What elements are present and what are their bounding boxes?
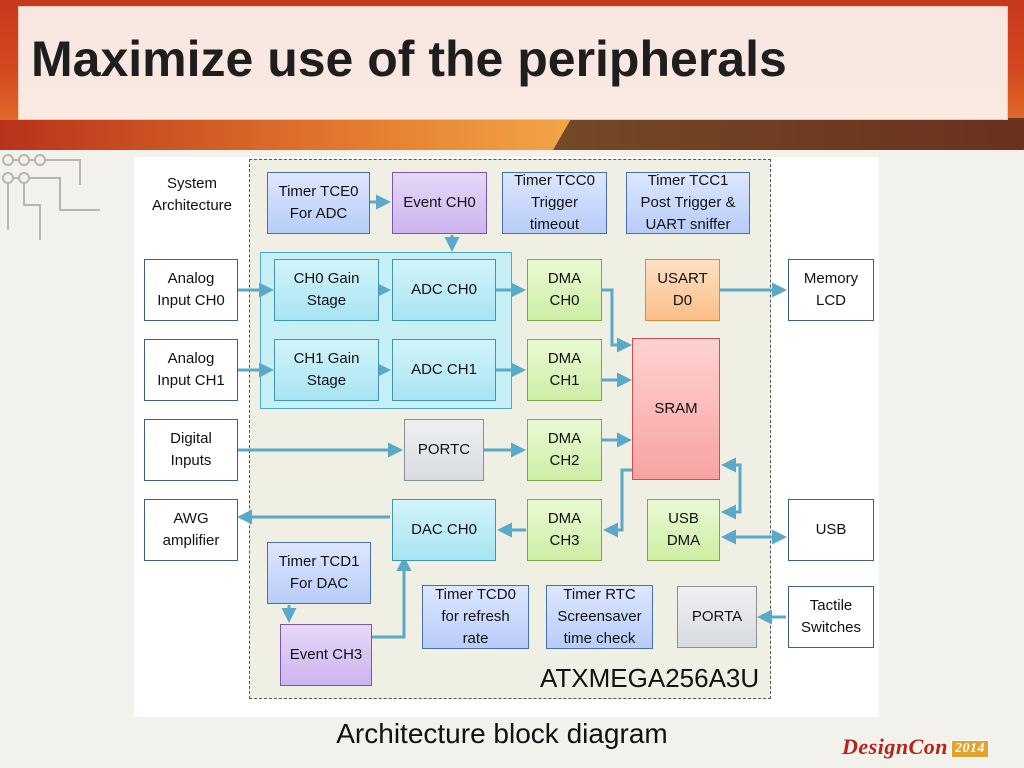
circuit-decoration-icon	[2, 154, 100, 240]
adc-ch1: ADC CH1	[392, 339, 496, 401]
analog-input-ch1: Analog Input CH1	[144, 339, 238, 401]
page-title: Maximize use of the peripherals	[31, 31, 787, 87]
system-architecture-label: System Architecture	[151, 175, 233, 214]
wire-sram-dma3	[603, 468, 632, 538]
timer-tcd1: Timer TCD1 For DAC	[267, 542, 371, 604]
timer-tcc1: Timer TCC1 Post Trigger & UART sniffer	[626, 172, 750, 234]
sram: SRAM	[632, 338, 720, 480]
banner-dark-stripe	[548, 118, 1024, 150]
diagram-caption: Architecture block diagram	[336, 718, 668, 749]
portc: PORTC	[404, 419, 484, 481]
timer-rtc: Timer RTC Screensaver time check	[546, 585, 653, 649]
awg-amplifier: AWG amplifier	[144, 499, 238, 561]
usb-dma: USB DMA	[647, 499, 720, 561]
analog-input-ch0: Analog Input CH0	[144, 259, 238, 321]
connection-wires	[237, 194, 787, 639]
porta: PORTA	[677, 586, 757, 648]
timer-tce0: Timer TCE0 For ADC	[267, 172, 370, 234]
event-ch3: Event CH3	[280, 624, 372, 686]
architecture-diagram: ATXMEGA256A3U	[134, 157, 879, 717]
dma-ch2: DMA CH2	[527, 419, 602, 481]
tactile-switches: Tactile Switches	[788, 586, 874, 648]
memory-lcd: Memory LCD	[788, 259, 874, 321]
dac-ch0: DAC CH0	[392, 499, 496, 561]
ch0-gain-stage: CH0 Gain Stage	[274, 259, 379, 321]
timer-tcc0: Timer TCC0 Trigger timeout	[502, 172, 607, 234]
event-ch0: Event CH0	[392, 172, 487, 234]
ch1-gain-stage: CH1 Gain Stage	[274, 339, 379, 401]
wire-sram-usbdma	[721, 457, 742, 520]
title-box: Maximize use of the peripherals	[18, 6, 1008, 120]
timer-tcd0: Timer TCD0 for refresh rate	[422, 585, 529, 649]
dma-ch3: DMA CH3	[527, 499, 602, 561]
logo-year: 2014	[950, 739, 989, 758]
digital-inputs: Digital Inputs	[144, 419, 238, 481]
wire-dma0-sram	[602, 288, 632, 353]
adc-ch0: ADC CH0	[392, 259, 496, 321]
chip-name: ATXMEGA256A3U	[540, 663, 760, 693]
usart-d0: USART D0	[645, 259, 720, 321]
dma-ch1: DMA CH1	[527, 339, 602, 401]
logo-text: DesignCon	[842, 734, 948, 759]
dma-ch0: DMA CH0	[527, 259, 602, 321]
wire-event3-dac	[372, 556, 412, 639]
usb-port: USB	[788, 499, 874, 561]
